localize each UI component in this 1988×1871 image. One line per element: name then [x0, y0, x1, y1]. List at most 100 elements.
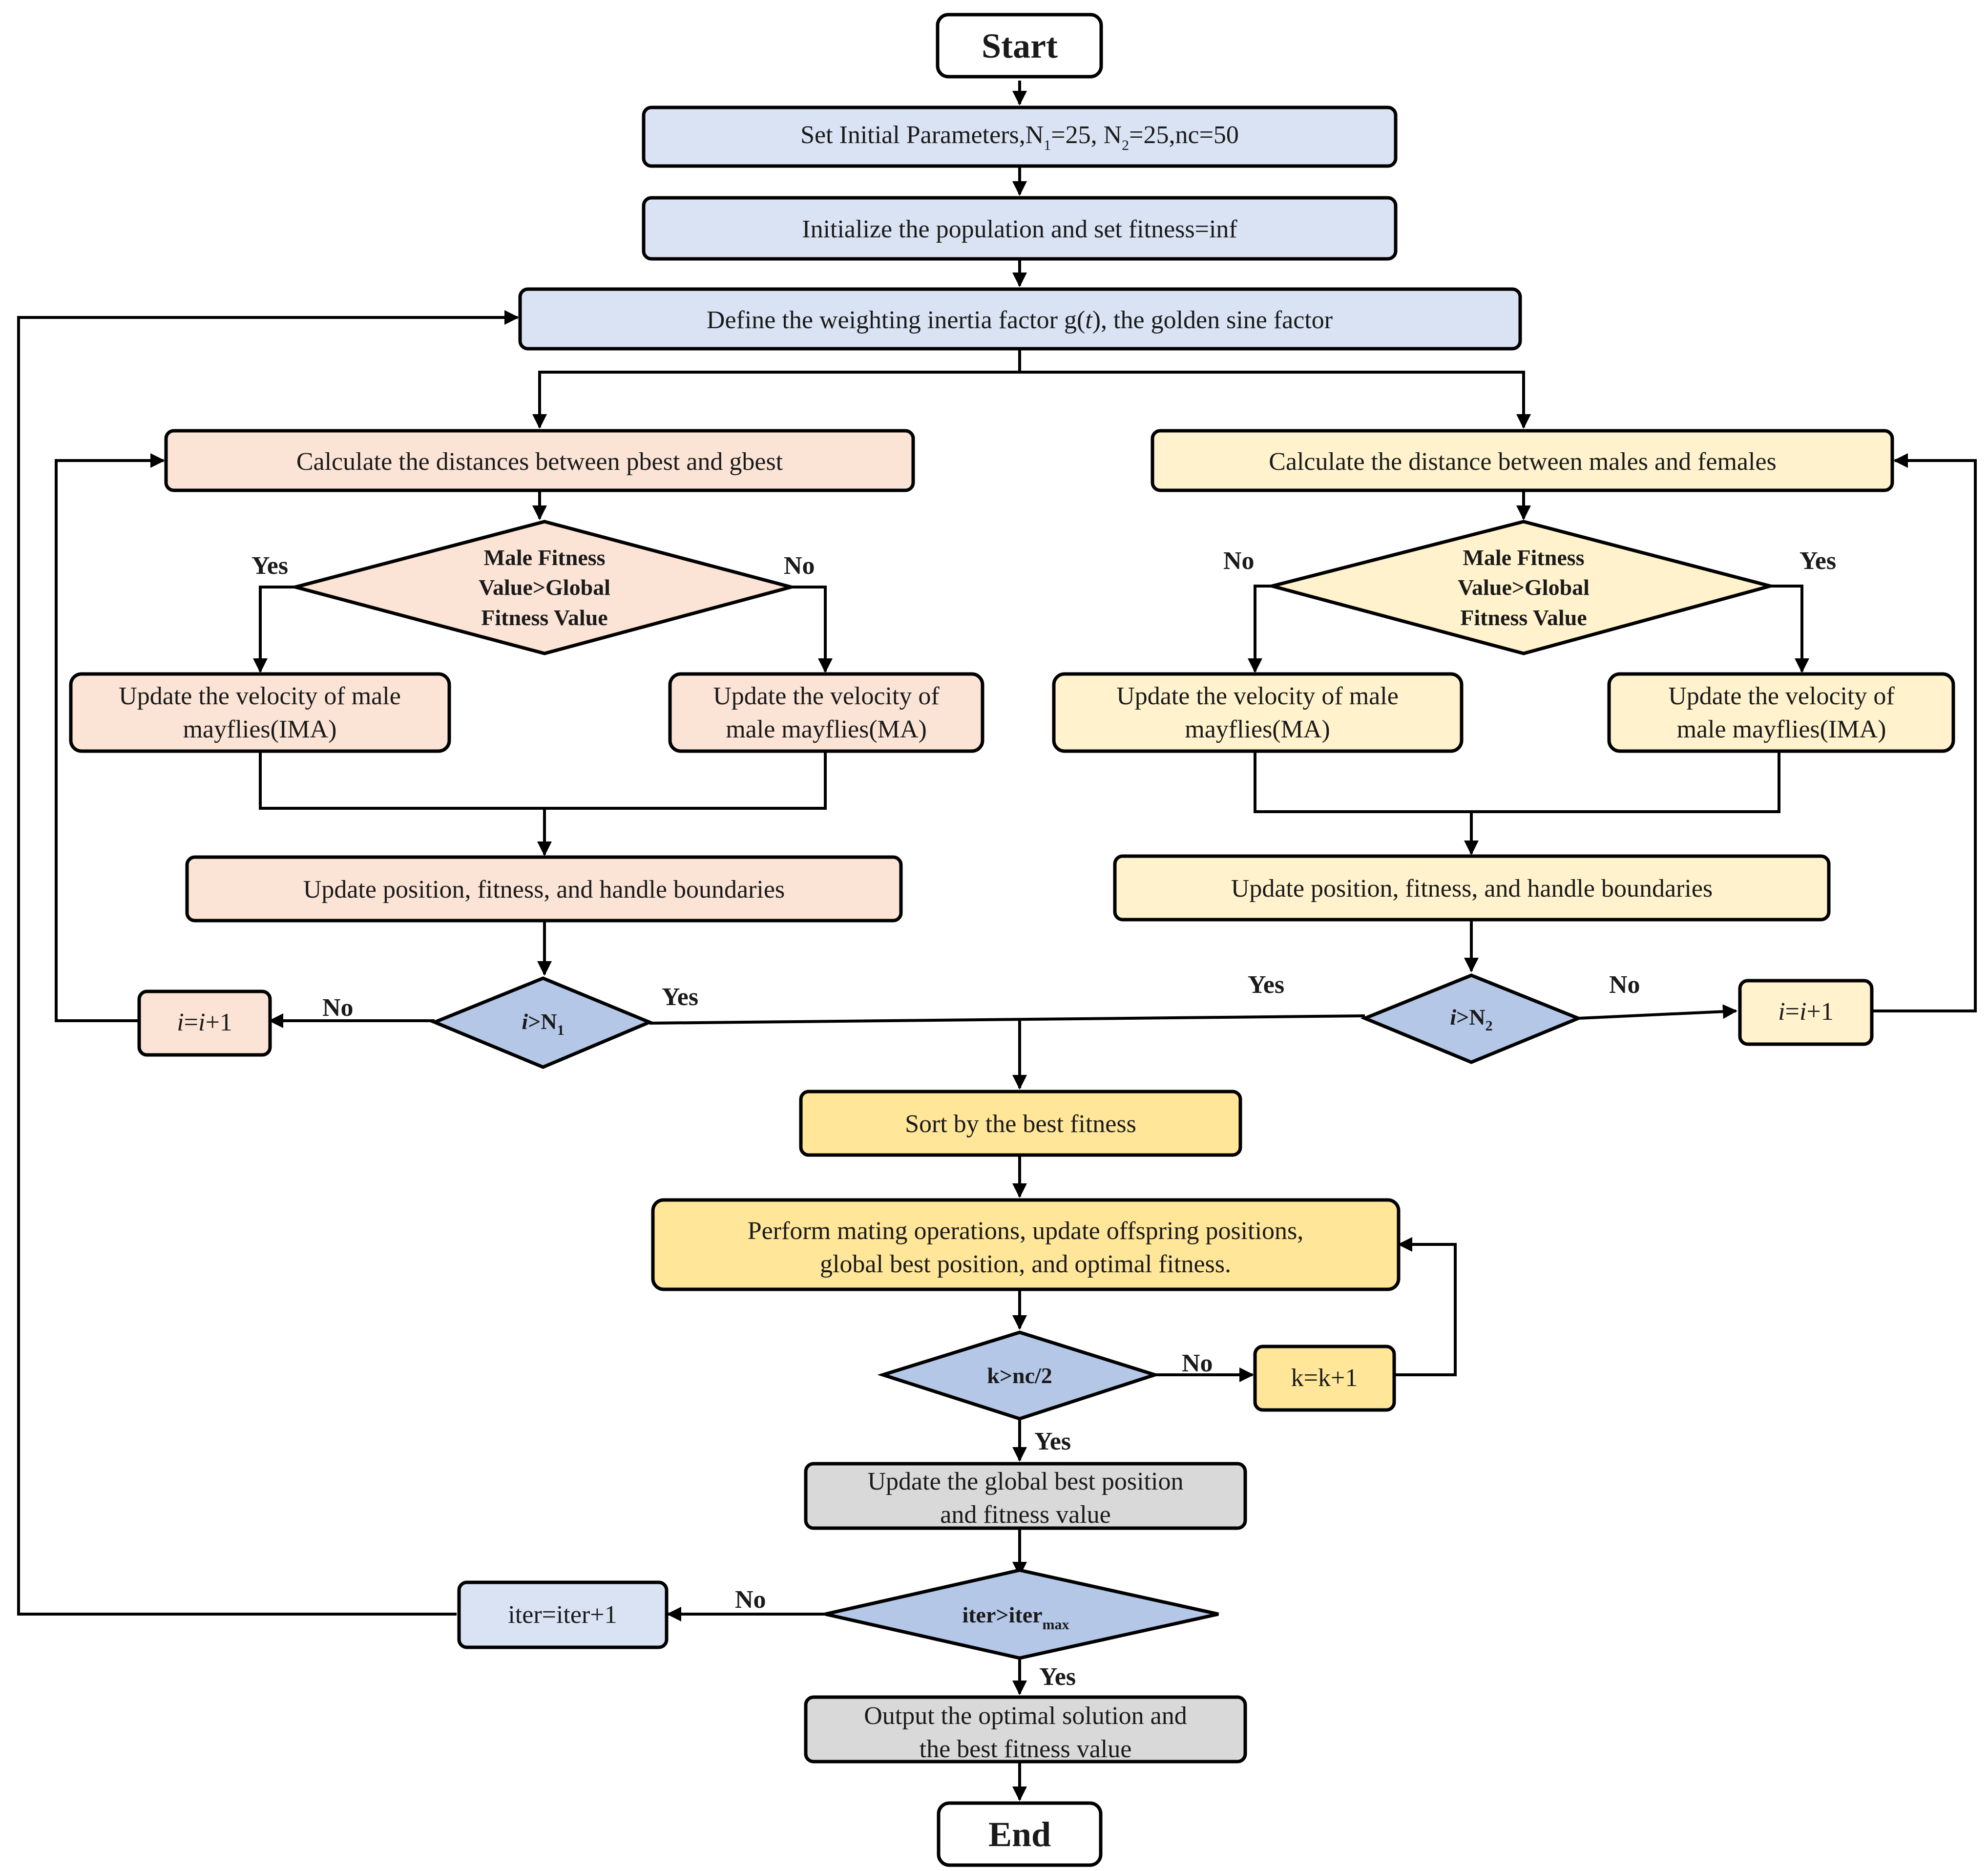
output-step: Output the optimal solution and the best… — [804, 1695, 1247, 1764]
update-global-step: Update the global best position and fitn… — [804, 1462, 1247, 1530]
right-decision-diamond — [1265, 520, 1777, 655]
iter-decision-diamond — [825, 1568, 1219, 1660]
left-fitness-decision: Male Fitness Value>Global Fitness Value — [289, 520, 798, 655]
mating-box — [651, 1198, 1401, 1291]
right-loop-label: i>N2 — [1450, 1005, 1492, 1034]
left-decision-no-label: No — [784, 552, 815, 580]
left-update-ma-line-2: male mayflies(MA) — [726, 715, 927, 743]
init-population-label: Initialize the population and set fitnes… — [802, 215, 1237, 243]
right-decision-line-2: Value>Global — [1458, 575, 1590, 600]
iter-decision: iter>itermax — [825, 1568, 1219, 1660]
right-position-box — [1113, 854, 1831, 922]
k-decision: k>nc/2 — [877, 1330, 1161, 1421]
define-factor-box — [518, 287, 1522, 351]
right-update-ma-step: Update the velocity of male mayflies(MA) — [1052, 672, 1464, 753]
sort-fitness-step: Sort by the best fitness — [799, 1090, 1242, 1157]
right-loop-no-label: No — [1609, 971, 1640, 999]
iter-decision-no-label: No — [735, 1586, 766, 1614]
right-decision-line-3: Fitness Value — [1460, 605, 1587, 630]
output-line-1: Output the optimal solution and — [864, 1702, 1187, 1730]
right-position-step: Update position, fitness, and handle bou… — [1113, 854, 1831, 922]
right-decision-no-label: No — [1223, 547, 1255, 575]
left-loop-label: i>N1 — [522, 1009, 564, 1038]
k-increment-step: k=k+1 — [1253, 1345, 1396, 1412]
left-update-ima-box — [69, 672, 451, 753]
left-decision-yes-label: Yes — [251, 552, 288, 580]
right-calc-step: Calculate the distance between males and… — [1151, 429, 1894, 492]
left-position-label: Update position, fitness, and handle bou… — [303, 876, 785, 904]
iter-decision-label: iter>itermax — [962, 1602, 1069, 1633]
left-update-ma-box — [668, 672, 984, 753]
right-update-ima-step: Update the velocity of male mayflies(IMA… — [1607, 672, 1955, 753]
left-loop-decision: i>N1 — [430, 976, 654, 1069]
k-decision-diamond — [877, 1330, 1161, 1421]
sort-fitness-box — [799, 1090, 1242, 1157]
update-global-line-1: Update the global best position — [867, 1468, 1183, 1495]
define-factor-step: Define the weighting inertia factor g(t)… — [518, 287, 1522, 351]
left-calc-step: Calculate the distances between pbest an… — [164, 429, 915, 492]
right-position-label: Update position, fitness, and handle bou… — [1231, 875, 1713, 903]
left-calc-box — [164, 429, 915, 492]
left-loop-diamond — [430, 976, 654, 1069]
end-terminal: End — [937, 1801, 1103, 1867]
iter-increment-label: iter=iter+1 — [508, 1601, 617, 1629]
left-position-step: Update position, fitness, and handle bou… — [185, 855, 903, 923]
left-decision-line-2: Value>Global — [479, 575, 610, 600]
right-update-ima-line-1: Update the velocity of — [1668, 682, 1895, 710]
iter-decision-yes-label: Yes — [1039, 1663, 1076, 1691]
sort-fitness-label: Sort by the best fitness — [905, 1110, 1136, 1138]
left-increment-step: i=i+1 — [137, 989, 272, 1057]
right-update-ma-line-2: mayflies(MA) — [1185, 715, 1330, 743]
left-update-ma-line-1: Update the velocity of — [713, 682, 940, 710]
right-increment-label: i=i+1 — [1778, 998, 1834, 1026]
left-loop-no-label: No — [322, 994, 354, 1022]
k-decision-no-label: No — [1182, 1349, 1213, 1377]
left-decision-diamond — [289, 520, 798, 655]
mating-step: Perform mating operations, update offspr… — [651, 1198, 1401, 1291]
right-update-ma-line-1: Update the velocity of male — [1116, 682, 1399, 710]
end-label: End — [988, 1815, 1051, 1854]
left-update-ma-step: Update the velocity of male mayflies(MA) — [668, 672, 984, 753]
right-decision-line-1: Male Fitness — [1463, 545, 1584, 570]
right-loop-decision: i>N2 — [1360, 973, 1583, 1064]
right-loop-diamond — [1360, 973, 1583, 1064]
left-calc-label: Calculate the distances between pbest an… — [296, 448, 783, 476]
connectors — [17, 81, 1977, 1801]
iter-increment-box — [457, 1580, 669, 1649]
set-parameters-label: Set Initial Parameters,N1=25, N2=25,nc=5… — [800, 121, 1239, 153]
output-box — [804, 1695, 1247, 1764]
left-update-ima-line-2: mayflies(IMA) — [183, 715, 337, 743]
k-decision-label: k>nc/2 — [987, 1363, 1052, 1388]
mating-line-2: global best position, and optimal fitnes… — [820, 1250, 1231, 1278]
right-update-ma-box — [1052, 672, 1464, 753]
k-increment-label: k=k+1 — [1291, 1364, 1358, 1392]
set-parameters-step: Set Initial Parameters,N1=25, N2=25,nc=5… — [642, 105, 1398, 168]
left-update-ima-line-1: Update the velocity of male — [119, 682, 401, 710]
init-population-step: Initialize the population and set fitnes… — [642, 196, 1398, 261]
right-fitness-decision: Male Fitness Value>Global Fitness Value — [1265, 520, 1777, 655]
start-label: Start — [982, 26, 1058, 65]
right-calc-label: Calculate the distance between males and… — [1269, 448, 1777, 476]
right-update-ima-line-2: male mayflies(IMA) — [1677, 715, 1886, 743]
mating-line-1: Perform mating operations, update offspr… — [748, 1217, 1304, 1245]
right-calc-box — [1151, 429, 1894, 492]
update-global-line-2: and fitness value — [940, 1501, 1110, 1529]
right-decision-yes-label: Yes — [1800, 547, 1836, 575]
set-parameters-box — [642, 105, 1398, 168]
left-decision-line-3: Fitness Value — [481, 605, 607, 630]
right-update-ima-box — [1607, 672, 1955, 753]
define-factor-label: Define the weighting inertia factor g(t)… — [707, 306, 1333, 334]
start-terminal: Start — [936, 13, 1103, 79]
iter-increment-step: iter=iter+1 — [457, 1580, 669, 1649]
left-increment-label: i=i+1 — [177, 1009, 232, 1036]
k-increment-box — [1253, 1345, 1396, 1412]
right-increment-box — [1738, 979, 1874, 1046]
left-update-ima-step: Update the velocity of male mayflies(IMA… — [69, 672, 451, 753]
left-position-box — [185, 855, 903, 923]
left-loop-yes-label: Yes — [662, 983, 698, 1011]
right-increment-step: i=i+1 — [1738, 979, 1874, 1046]
output-line-2: the best fitness value — [920, 1735, 1132, 1763]
left-increment-box — [137, 989, 272, 1057]
left-decision-line-1: Male Fitness — [483, 545, 605, 570]
